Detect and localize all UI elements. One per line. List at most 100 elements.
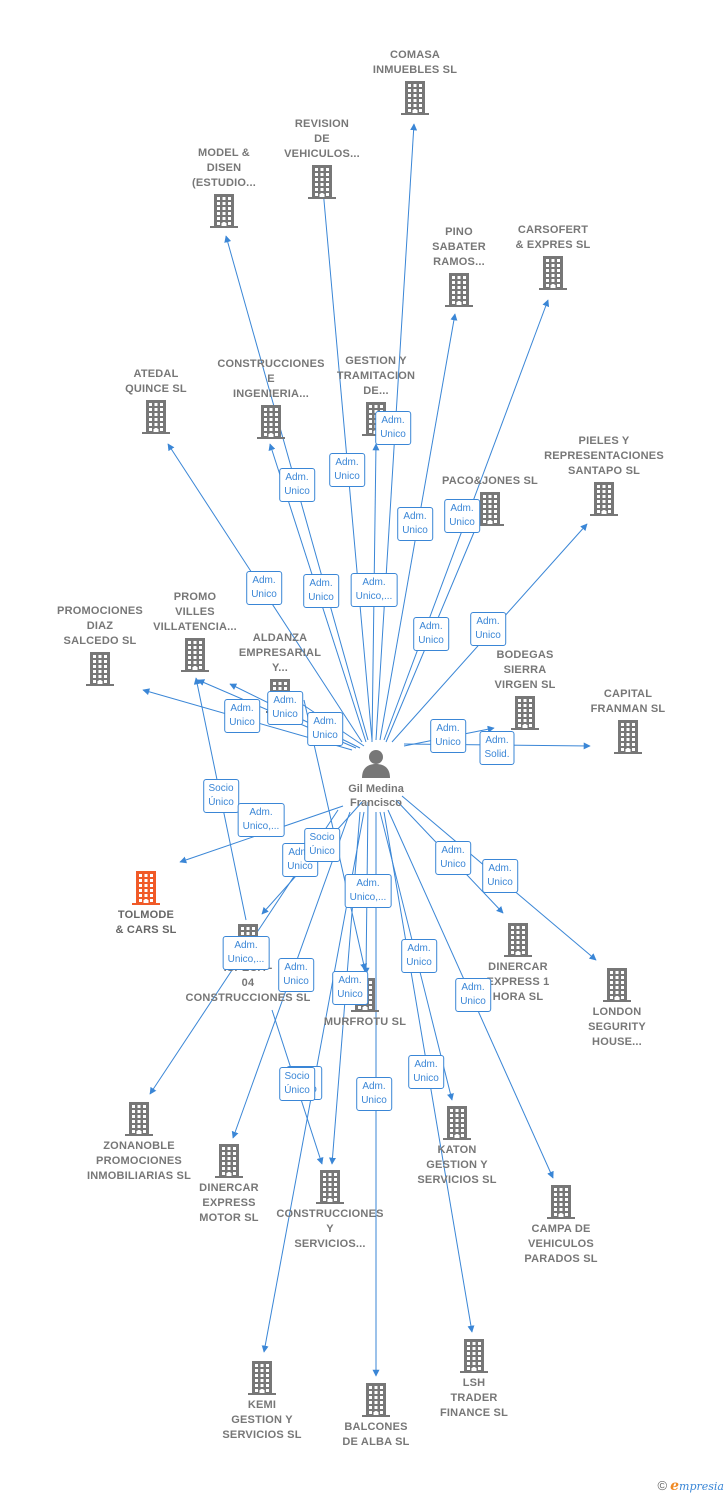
building-icon xyxy=(476,492,504,526)
person-name: Gil Medina Francisco xyxy=(348,783,404,809)
company-balcones[interactable]: BALCONES DE ALBA SL xyxy=(306,1383,446,1450)
role-badge[interactable]: Adm. Unico,... xyxy=(344,874,392,908)
company-name: LONDON SEGURITY HOUSE... xyxy=(588,1006,646,1048)
role-badge[interactable]: Adm. Unico xyxy=(307,712,343,746)
role-badge[interactable]: Adm. Unico xyxy=(401,939,437,973)
company-pacojones[interactable]: PACO&JONES SL xyxy=(420,474,560,526)
company-name: PINO SABATER RAMOS... xyxy=(432,226,486,268)
role-badge[interactable]: Adm. Solid. xyxy=(479,731,515,765)
person-icon xyxy=(362,750,390,778)
company-campa[interactable]: CAMPA DE VEHICULOS PARADOS SL xyxy=(491,1185,631,1267)
building-icon xyxy=(445,273,473,307)
company-carsofert[interactable]: CARSOFERT & EXPRES SL xyxy=(483,223,623,290)
building-icon xyxy=(511,696,539,730)
role-badge[interactable]: Adm. Unico xyxy=(278,958,314,992)
company-pieles[interactable]: PIELES Y REPRESENTACIONES SANTAPO SL xyxy=(534,434,674,516)
role-badge[interactable]: Adm. Unico,... xyxy=(237,803,285,837)
company-name: ATEDAL QUINCE SL xyxy=(125,368,187,395)
role-badge[interactable]: Adm. Unico xyxy=(224,699,260,733)
company-name: GESTION Y TRAMITACION DE... xyxy=(336,355,416,397)
role-badge[interactable]: Adm. Unico xyxy=(356,1077,392,1111)
role-badge[interactable]: Adm. Unico,... xyxy=(350,573,398,607)
building-icon xyxy=(308,165,336,199)
company-name: ISPECA - 04 CONSTRUCCIONES SL xyxy=(185,962,311,1004)
role-badge[interactable]: Adm. Unico xyxy=(430,719,466,753)
company-name: CARSOFERT & EXPRES SL xyxy=(515,224,591,251)
role-badge[interactable]: Adm. Unico xyxy=(397,507,433,541)
role-badge[interactable]: Adm. Unico xyxy=(413,617,449,651)
company-model[interactable]: MODEL & DISEN (ESTUDIO... xyxy=(154,146,294,228)
building-icon xyxy=(316,1170,344,1204)
person-node[interactable]: Gil Medina Francisco xyxy=(316,748,436,810)
company-comasa[interactable]: COMASA INMUEBLES SL xyxy=(345,48,485,115)
company-revision[interactable]: REVISION DE VEHICULOS... xyxy=(252,117,392,199)
role-badge[interactable]: Adm. Unico,... xyxy=(222,936,270,970)
company-name: ZONANOBLE PROMOCIONES INMOBILIARIAS SL xyxy=(86,1140,192,1182)
brand-logo[interactable]: ©empresia xyxy=(658,1478,724,1494)
copyright-symbol: © xyxy=(657,1478,668,1493)
company-name: CAPITAL FRANMAN SL xyxy=(590,688,666,715)
company-capital[interactable]: CAPITAL FRANMAN SL xyxy=(558,687,698,754)
company-name: BALCONES DE ALBA SL xyxy=(342,1421,410,1448)
building-icon xyxy=(181,638,209,672)
building-icon xyxy=(547,1185,575,1219)
company-name: DINERCAR EXPRESS 1 HORA SL xyxy=(486,961,550,1003)
role-badge[interactable]: Adm. Unico xyxy=(482,859,518,893)
company-name: MODEL & DISEN (ESTUDIO... xyxy=(192,147,256,189)
role-badge[interactable]: Adm. Unico xyxy=(408,1055,444,1089)
building-icon xyxy=(401,81,429,115)
company-zonanoble[interactable]: ZONANOBLE PROMOCIONES INMOBILIARIAS SL xyxy=(69,1102,209,1184)
role-badge[interactable]: Adm. Unico xyxy=(329,453,365,487)
company-bodegas[interactable]: BODEGAS SIERRA VIRGEN SL xyxy=(455,648,595,730)
role-badge[interactable]: Adm. Unico xyxy=(375,411,411,445)
building-icon-highlighted xyxy=(132,871,160,905)
company-london[interactable]: LONDON SEGURITY HOUSE... xyxy=(547,968,687,1050)
company-katon[interactable]: KATON GESTION Y SERVICIOS SL xyxy=(387,1106,527,1188)
company-name: TOLMODE & CARS SL xyxy=(115,909,177,936)
company-name: ALDANZA EMPRESARIAL Y... xyxy=(238,632,322,674)
company-promociones-diaz[interactable]: PROMOCIONES DIAZ SALCEDO SL xyxy=(30,604,170,686)
company-name: PROMOCIONES DIAZ SALCEDO SL xyxy=(57,605,143,647)
company-name: KEMI GESTION Y SERVICIOS SL xyxy=(222,1399,302,1441)
role-badge[interactable]: Adm. Unico xyxy=(303,574,339,608)
role-badge[interactable]: Adm. Unico xyxy=(455,978,491,1012)
company-lsh[interactable]: LSH TRADER FINANCE SL xyxy=(404,1339,544,1421)
company-kemi[interactable]: KEMI GESTION Y SERVICIOS SL xyxy=(192,1361,332,1443)
brand-name: mpresia xyxy=(679,1480,724,1493)
company-name: CONSTRUCCIONES E INGENIERIA... xyxy=(217,358,325,400)
company-name: PACO&JONES SL xyxy=(442,475,538,487)
company-name: COMASA INMUEBLES SL xyxy=(372,49,458,76)
brand-first-letter: e xyxy=(670,1478,680,1494)
building-icon xyxy=(603,968,631,1002)
role-badge[interactable]: Socio Único xyxy=(304,828,340,862)
role-badge[interactable]: Adm. Unico xyxy=(435,841,471,875)
company-name: CAMPA DE VEHICULOS PARADOS SL xyxy=(524,1223,598,1265)
company-atedal[interactable]: ATEDAL QUINCE SL xyxy=(86,367,226,434)
role-badge[interactable]: Adm. Unico xyxy=(267,691,303,725)
company-construcciones-ingenieria[interactable]: CONSTRUCCIONES E INGENIERIA... xyxy=(201,357,341,439)
role-badge[interactable]: Adm. Unico xyxy=(470,612,506,646)
building-icon xyxy=(539,256,567,290)
company-construcciones-servicios[interactable]: CONSTRUCCIONES Y SERVICIOS... xyxy=(260,1170,400,1252)
company-name: BODEGAS SIERRA VIRGEN SL xyxy=(494,649,556,691)
building-icon xyxy=(142,400,170,434)
company-name: DINERCAR EXPRESS MOTOR SL xyxy=(199,1182,259,1224)
company-pino[interactable]: PINO SABATER RAMOS... xyxy=(389,225,529,307)
company-name: CONSTRUCCIONES Y SERVICIOS... xyxy=(276,1208,384,1250)
role-badge[interactable]: Adm. Unico xyxy=(279,468,315,502)
company-name: KATON GESTION Y SERVICIOS SL xyxy=(417,1144,497,1186)
company-name: REVISION DE VEHICULOS... xyxy=(284,118,360,160)
company-tolmode[interactable]: TOLMODE & CARS SL xyxy=(76,871,216,938)
company-dinercar-1-hora[interactable]: DINERCAR EXPRESS 1 HORA SL xyxy=(448,923,588,1005)
role-badge[interactable]: Adm. Unico xyxy=(444,499,480,533)
building-icon xyxy=(248,1361,276,1395)
role-badge[interactable]: Socio Único xyxy=(203,779,239,813)
building-icon xyxy=(443,1106,471,1140)
role-badge[interactable]: Adm. Unico xyxy=(332,971,368,1005)
role-badge[interactable]: Adm. Unico xyxy=(246,571,282,605)
company-promo-villes[interactable]: PROMO VILLES VILLATENCIA... xyxy=(125,590,265,672)
role-badge[interactable]: Socio Único xyxy=(279,1067,315,1101)
company-dinercar-motor[interactable]: DINERCAR EXPRESS MOTOR SL xyxy=(159,1144,299,1226)
building-icon xyxy=(504,923,532,957)
